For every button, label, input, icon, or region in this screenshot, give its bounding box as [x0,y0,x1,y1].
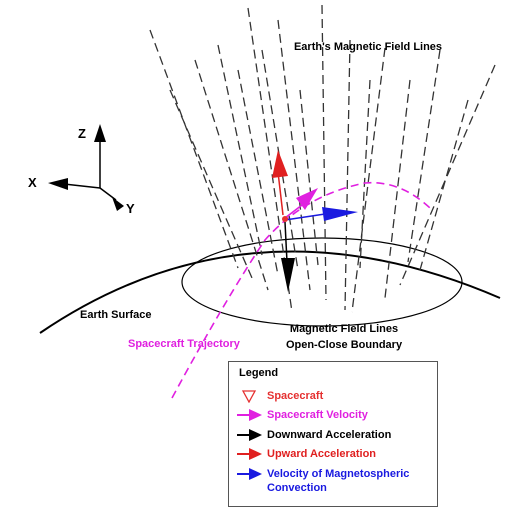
boundary-label-line2: Open-Close Boundary [286,339,403,351]
convection-velocity-arrow-icon [322,207,358,221]
legend-item-convection-velocity: Velocity of Magnetospheric Convection [235,467,435,499]
y-axis-label: Y [126,201,135,216]
z-axis-arrow-icon [94,124,106,142]
field-line [407,49,441,263]
spacecraft-velocity-arrow-icon [296,188,318,210]
z-axis-label: Z [78,126,86,141]
field-line [261,49,299,271]
black-arrow-icon [237,429,262,441]
x-axis-label: X [28,175,37,190]
earth-surface-label: Earth Surface [80,309,152,321]
upward-acceleration-arrow-icon [272,150,288,178]
trajectory-label: Spacecraft Trajectory [128,338,241,350]
field-line [217,44,263,256]
field-line [277,19,311,291]
field-line [299,89,319,266]
legend-label: Upward Acceleration [267,448,377,460]
legend-item-upward-acceleration: Upward Acceleration [235,447,435,463]
magenta-arrow-icon [237,409,262,421]
legend-label: Downward Acceleration [267,429,392,441]
spacecraft-trajectory [171,181,431,399]
coordinate-axes [48,124,124,211]
field-line [149,29,239,269]
vector-arrows [272,150,358,292]
field-line [321,4,327,301]
field-line [419,99,469,271]
legend-item-spacecraft: Spacecraft [235,389,435,405]
field-lines-label: Earth's Magnetic Field Lines [294,41,442,53]
blue-arrow-icon [237,468,262,480]
open-close-boundary-ellipse [181,237,463,327]
x-axis-arrow-icon [48,178,68,190]
legend-item-downward-acceleration: Downward Acceleration [235,428,435,444]
field-line [344,39,351,311]
legend-item-spacecraft-velocity: Spacecraft Velocity [235,408,435,424]
red-arrow-icon [237,448,262,460]
legend: Legend Spacecraft Spacecraft Velocity Do… [228,361,438,507]
field-line [194,59,269,291]
downward-acceleration-arrow-icon [281,258,295,292]
legend-label: Spacecraft [267,390,324,402]
field-line [169,89,253,279]
spacecraft-triangle-icon [241,390,257,403]
legend-title: Legend [239,367,279,379]
earth-surface-arc [39,250,501,334]
field-line [399,64,496,286]
field-line [351,47,386,313]
field-line [237,69,279,276]
y-axis-arrow-icon [112,197,124,211]
legend-label: Spacecraft Velocity [267,409,368,421]
legend-label: Velocity of Magnetospheric Convection [267,468,410,494]
boundary-label-line1: Magnetic Field Lines [290,323,398,335]
field-line [384,79,411,299]
spacecraft-icon [282,216,288,222]
